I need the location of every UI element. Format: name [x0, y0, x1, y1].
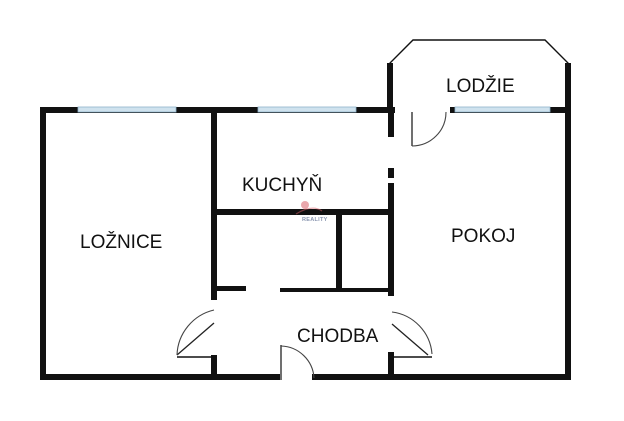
wall-pokoj-chodba — [388, 352, 394, 377]
wall-kuchyn-pokoj-upper — [388, 111, 394, 137]
wall-pantry — [336, 212, 342, 289]
window-lodzie — [454, 106, 551, 113]
wall-loznice-chodba — [211, 355, 217, 377]
door-entrance-arc — [280, 345, 315, 379]
wall-loznice-kuchyn — [211, 111, 217, 300]
wall-chodba-top-right — [280, 288, 392, 292]
door-lodzie-arc — [411, 111, 447, 147]
room-label-kuchyn: KUCHYŇ — [242, 174, 322, 196]
watermark-logo: REALITY — [295, 201, 328, 223]
outer-wall-top-left — [40, 107, 395, 113]
wall-kuchyn-pokoj-mid — [388, 168, 394, 178]
door-pokoj-arc — [391, 311, 433, 355]
wall-kuchyn-pokoj-lower — [388, 183, 394, 296]
window-loznice — [77, 106, 177, 113]
room-label-lodzie: LODŽIE — [446, 75, 515, 97]
outer-wall-right — [565, 107, 571, 380]
balcony-outline — [389, 39, 569, 110]
watermark-swoosh — [295, 207, 323, 215]
wall-kuchyn-bottom — [214, 209, 393, 215]
outer-wall-bottom-left — [40, 374, 280, 380]
balcony-wall-right — [565, 63, 571, 111]
outer-wall-bottom-right — [312, 374, 571, 380]
watermark-icon — [301, 201, 309, 209]
room-label-pokoj: POKOJ — [451, 226, 515, 247]
room-label-chodba: CHODBA — [297, 326, 379, 347]
outer-wall-left — [40, 107, 46, 380]
watermark-text: REALITY — [302, 217, 328, 223]
door-loznice-arc — [176, 309, 215, 356]
balcony-wall-left — [387, 63, 393, 111]
door-pokoj-leaf[interactable] — [391, 323, 429, 356]
room-label-loznice: LOŽNICE — [80, 231, 162, 253]
window-kuchyn — [257, 106, 357, 113]
door-loznice-leaf[interactable] — [176, 322, 215, 356]
wall-chodba-top-left — [214, 286, 246, 291]
